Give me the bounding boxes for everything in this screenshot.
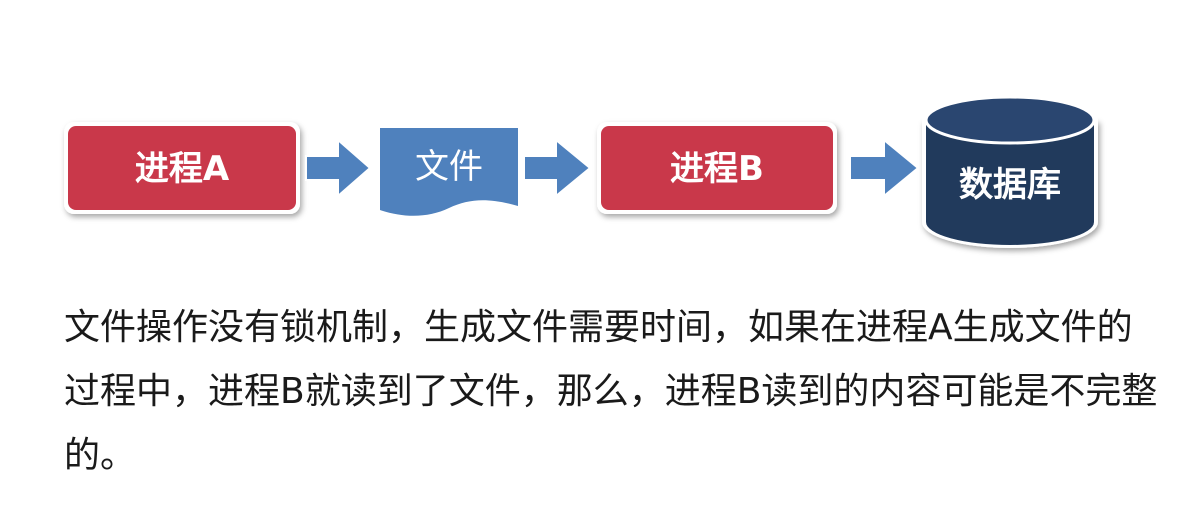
arrow-b-to-database (849, 137, 920, 199)
process-b-label: 进程B (670, 149, 764, 189)
arrow-a-to-file (305, 137, 372, 199)
process-a-node: 进程A (64, 122, 300, 214)
file-label: 文件 (415, 147, 483, 187)
flow-diagram: 进程A 文件 进程B 数据库 (64, 94, 1098, 248)
database-node: 数据库 (922, 94, 1098, 248)
process-b-node: 进程B (597, 122, 837, 214)
arrow-file-to-b (523, 137, 592, 199)
process-a-label: 进程A (135, 149, 230, 189)
file-node: 文件 (380, 128, 518, 216)
database-label: 数据库 (959, 165, 1061, 205)
description-text: 文件操作没有锁机制，生成文件需要时间，如果在进程A生成文件的过程中，进程B就读到… (64, 307, 1158, 476)
